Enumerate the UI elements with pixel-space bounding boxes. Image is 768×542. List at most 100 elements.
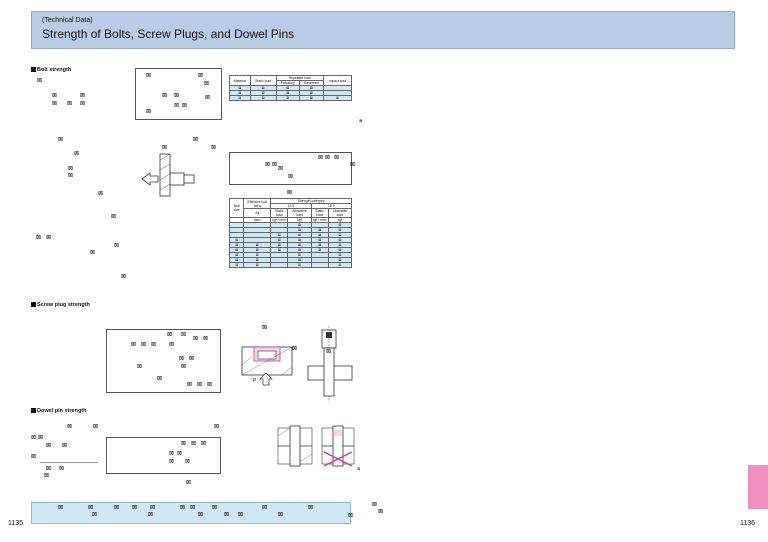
table-header: Material xyxy=(229,75,251,86)
text-glyph: ⊠ xyxy=(38,434,44,441)
table-row: ⊠⊠⊠⊠⊠ xyxy=(228,237,353,243)
table-header: kgf / mm² xyxy=(270,217,289,223)
formula-glyph: ⊠ xyxy=(169,458,175,465)
formula-glyph: ⊠ xyxy=(182,102,188,109)
table-row: ⊠⊠⊠ xyxy=(228,227,353,233)
formula-glyph: ⊠ xyxy=(167,331,173,338)
footnote-glyph: ⊠ xyxy=(238,511,244,518)
text-glyph: ⊠ xyxy=(44,472,50,479)
formula-glyph: ⊠ xyxy=(181,331,187,338)
strength-category-table: Bolt size Effective bolt area Strength c… xyxy=(228,198,353,268)
formula-glyph: ⊠ xyxy=(193,335,199,342)
title-subtitle: (Technical Data) xyxy=(42,17,93,24)
formula-glyph: ⊠ xyxy=(146,72,152,79)
footnote-glyph: ⊠ xyxy=(132,504,138,511)
footnote-glyph: ⊠ xyxy=(148,511,154,518)
diagram-glyph: ⊠ xyxy=(326,348,332,355)
page-number-left: 1135 xyxy=(8,520,24,527)
text-glyph: ⊠ xyxy=(31,453,37,460)
formula-glyph: ⊠ xyxy=(197,381,203,388)
page-number-right: 1136 xyxy=(740,520,756,527)
footnote-glyph: ⊠ xyxy=(278,511,284,518)
formula-glyph: ⊠ xyxy=(67,100,73,107)
section-title: Screw plug strength xyxy=(37,302,90,308)
footnote-glyph: ⊠ xyxy=(198,511,204,518)
formula-glyph: ⊠ xyxy=(288,173,294,180)
section-marker xyxy=(31,67,36,73)
table-header: Static load xyxy=(249,75,277,86)
formula-glyph: ⊠ xyxy=(157,375,163,382)
section-heading-dowel-pin: Dowel pin strength xyxy=(31,408,87,414)
footnote-glyph: ⊠ xyxy=(150,504,156,511)
formula-glyph: ⊠ xyxy=(146,108,152,115)
footnote-bar: ⊠ ⊠ ⊠ ⊠ ⊠ ⊠ ⊠ ⊠ ⊠ ⊠ ⊠ ⊠ ⊠ ⊠ ⊠ ⊠ ⊠ xyxy=(31,502,354,524)
footnote-glyph: ⊠ xyxy=(114,504,120,511)
table-header: Effective bolt area xyxy=(243,198,272,209)
formula-glyph: ⊠ xyxy=(204,80,210,87)
footnote-glyph: ⊠ xyxy=(190,504,196,511)
formula-glyph: ⊠ xyxy=(181,440,187,447)
diagram-glyph: ⊠ xyxy=(162,144,168,151)
text-glyph: ⊠ xyxy=(46,234,52,241)
footnote-glyph: ⊠ xyxy=(212,504,218,511)
text-glyph: ⊠ xyxy=(98,190,104,197)
title-banner: (Technical Data) Strength of Bolts, Scre… xyxy=(31,11,735,49)
bolt-diagram xyxy=(141,153,195,197)
footnote-glyph: ⊠ xyxy=(308,504,314,511)
caption-glyph: ⊠ xyxy=(287,189,293,196)
text-glyph: ⊠ xyxy=(114,242,120,249)
table-row: ⊠⊠⊠⊠ xyxy=(228,262,353,268)
formula-glyph: ⊠ xyxy=(80,100,86,107)
text-glyph: ⊠ xyxy=(36,234,42,241)
table-header: Bolt size xyxy=(228,198,245,218)
table-row: ⊠⊠⊠⊠⊠ xyxy=(229,95,353,101)
footnote-glyph: ⊠ xyxy=(180,504,186,511)
formula-glyph: ⊠ xyxy=(272,161,278,168)
formula-glyph: ⊠ xyxy=(131,341,137,348)
section-marker xyxy=(31,302,36,308)
formula-box-bolt: ⊠ ⊠ ⊠ ⊠ ⊠ ⊠ ⊠ ⊠ ⊠ xyxy=(135,68,222,120)
text-glyph: ⊠ xyxy=(186,479,192,486)
formula-glyph: ⊠ xyxy=(174,102,180,109)
plug-section-diagram xyxy=(307,326,353,402)
formula-glyph: ⊠ xyxy=(37,77,43,84)
footnote-glyph: ⊠ xyxy=(88,504,94,511)
formula-glyph: ⊠ xyxy=(52,92,58,99)
table-row: ⊠⊠⊠⊠⊠⊠ xyxy=(228,242,353,248)
table-header: As xyxy=(243,208,272,218)
formula-glyph: ⊠ xyxy=(137,363,143,370)
formula-glyph: ⊠ xyxy=(205,94,211,101)
footnote-glyph: ⊠ xyxy=(348,512,354,519)
formula-glyph: ⊠ xyxy=(198,72,204,79)
table-header: Static load xyxy=(310,208,329,218)
table-header: Impact load xyxy=(322,75,353,86)
footnote-glyph: ⊠ xyxy=(224,511,230,518)
divider-line xyxy=(40,462,98,463)
formula-glyph: ⊠ xyxy=(189,355,195,362)
formula-glyph: ⊠ xyxy=(162,92,168,99)
formula-glyph: ⊠ xyxy=(177,450,183,457)
formula-glyph: ⊠ xyxy=(207,381,213,388)
formula-glyph: ⊠ xyxy=(174,92,180,99)
table-header: Allowable load xyxy=(287,208,312,218)
text-glyph: ⊠ xyxy=(31,434,37,441)
text-glyph: ⊠ xyxy=(74,150,80,157)
formula-glyph: ⊠ xyxy=(318,154,324,161)
footnote-glyph: ⊠ xyxy=(58,504,64,511)
text-glyph: ⊠ xyxy=(214,423,220,430)
formula-glyph: ⊠ xyxy=(334,154,340,161)
load-type-table: Material Static load Repeated load Impac… xyxy=(229,75,353,101)
footnote-glyph: ⊠ xyxy=(92,511,98,518)
screw-plug-diagram xyxy=(241,346,293,386)
formula-glyph: ⊠ xyxy=(203,335,209,342)
text-glyph: ⊠ xyxy=(46,442,52,449)
formula-glyph: ⊠ xyxy=(187,381,193,388)
formula-glyph: ⊠ xyxy=(169,450,175,457)
text-glyph: ⊠ xyxy=(121,273,127,280)
table-header: Allowable load xyxy=(327,208,353,218)
force-label: P xyxy=(253,378,257,384)
section-heading-bolt: Bolt strength xyxy=(31,67,71,73)
formula-glyph: ⊠ xyxy=(201,440,207,447)
text-glyph: ⊠ xyxy=(93,423,99,430)
text-glyph: ⊠ xyxy=(59,465,65,472)
